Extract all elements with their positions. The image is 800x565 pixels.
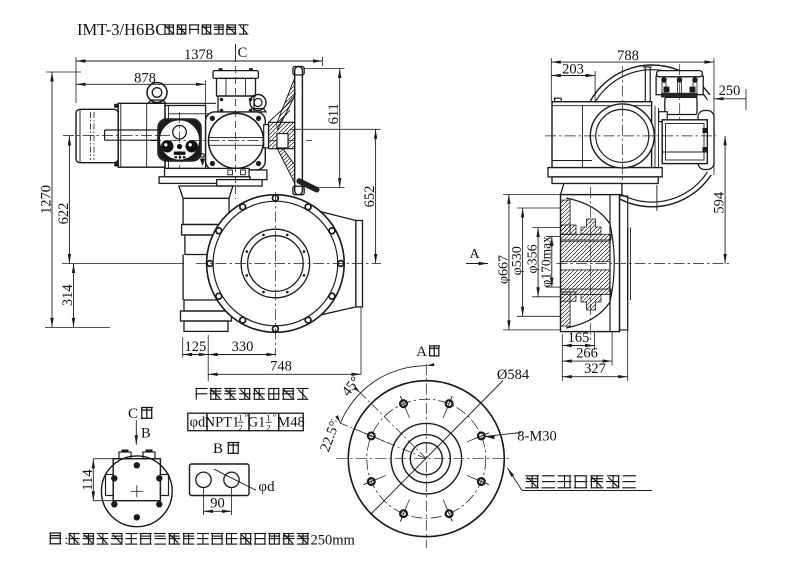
svg-text:314: 314 xyxy=(60,284,76,307)
svg-text:330: 330 xyxy=(232,339,254,355)
svg-text:788: 788 xyxy=(617,48,639,64)
svg-text:2: 2 xyxy=(266,423,270,433)
svg-text:8-M30: 8-M30 xyxy=(517,429,556,445)
svg-text:1: 1 xyxy=(238,413,242,423)
svg-text:1270: 1270 xyxy=(38,185,54,214)
svg-text:φ356: φ356 xyxy=(526,244,541,273)
svg-text:φ530: φ530 xyxy=(510,246,525,275)
svg-text:878: 878 xyxy=(134,71,156,87)
svg-text:A: A xyxy=(416,344,427,360)
svg-text:165: 165 xyxy=(568,330,590,346)
svg-text:A: A xyxy=(469,247,480,262)
svg-text:250: 250 xyxy=(719,83,741,99)
svg-text:250mm: 250mm xyxy=(311,533,356,549)
svg-text:NPT1: NPT1 xyxy=(205,415,240,431)
svg-text:φ170max: φ170max xyxy=(538,236,553,288)
svg-text:622: 622 xyxy=(56,203,72,225)
svg-text:594: 594 xyxy=(711,191,727,214)
svg-text:B: B xyxy=(141,426,151,442)
svg-text:M48: M48 xyxy=(277,415,304,431)
svg-text:″: ″ xyxy=(273,413,277,423)
svg-text:327: 327 xyxy=(584,361,606,377)
svg-text:″: ″ xyxy=(245,413,249,423)
svg-text:Ø584: Ø584 xyxy=(497,367,530,383)
svg-text:125: 125 xyxy=(185,339,207,355)
svg-text:652: 652 xyxy=(362,186,378,208)
svg-text:266: 266 xyxy=(576,346,598,362)
svg-text:203: 203 xyxy=(562,62,584,78)
svg-text:B: B xyxy=(213,441,223,457)
svg-text:IMT-3/H6BC: IMT-3/H6BC xyxy=(77,20,166,39)
svg-text::: : xyxy=(65,533,69,548)
svg-text:1378: 1378 xyxy=(184,47,213,63)
svg-text:1: 1 xyxy=(266,413,270,423)
svg-text:φd: φd xyxy=(258,479,275,495)
svg-text:C: C xyxy=(128,406,138,422)
svg-text:611: 611 xyxy=(326,103,342,124)
svg-text:φd: φd xyxy=(190,415,206,431)
svg-text:114: 114 xyxy=(80,469,96,491)
svg-text:90: 90 xyxy=(210,496,225,512)
svg-text:C: C xyxy=(238,45,248,61)
svg-text:2: 2 xyxy=(238,423,242,433)
svg-text:G1: G1 xyxy=(248,415,266,431)
svg-text:748: 748 xyxy=(270,359,292,375)
svg-text:φ667: φ667 xyxy=(496,255,511,284)
